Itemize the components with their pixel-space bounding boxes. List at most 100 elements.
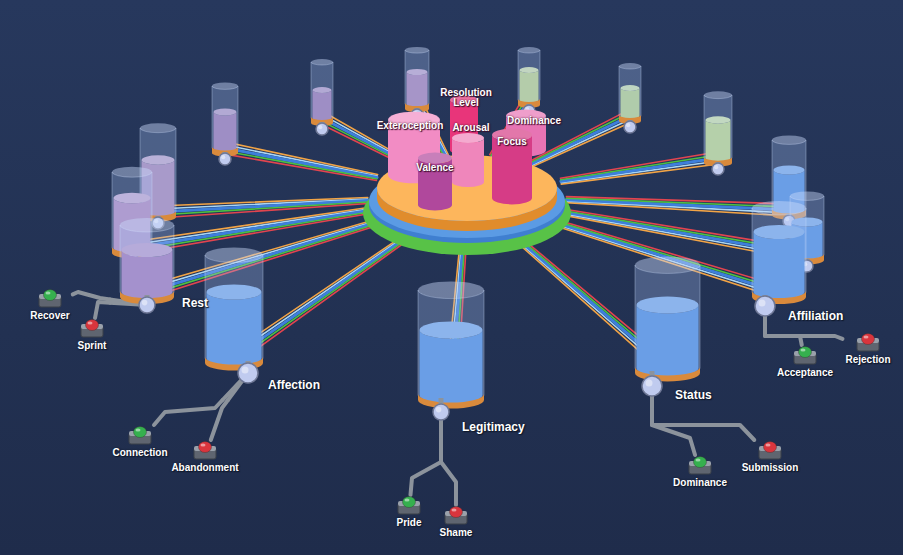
signal-line bbox=[148, 221, 388, 295]
button-label: Sprint bbox=[78, 340, 107, 351]
state-cylinder-body bbox=[492, 135, 532, 204]
gauge bbox=[755, 296, 775, 316]
button-dome bbox=[798, 347, 811, 358]
signal-line bbox=[237, 232, 419, 363]
button-shine bbox=[451, 508, 456, 511]
tank-cylinder bbox=[205, 247, 263, 370]
tank-glass bbox=[704, 95, 732, 162]
button-shine bbox=[405, 498, 410, 501]
need-label: Legitimacy bbox=[462, 420, 525, 434]
tank-glass-top bbox=[518, 47, 540, 53]
button-node: Rejection bbox=[842, 332, 893, 365]
button-shine bbox=[201, 443, 206, 446]
button-label: Recover bbox=[30, 310, 69, 321]
tank-glass-top bbox=[120, 218, 174, 232]
button-dome bbox=[694, 457, 707, 468]
gauge bbox=[433, 404, 449, 420]
button-label: Connection bbox=[113, 447, 168, 458]
button-shine bbox=[800, 348, 805, 351]
button-icon bbox=[192, 440, 218, 460]
button-shine bbox=[136, 428, 141, 431]
signal-line bbox=[158, 202, 368, 215]
tank-cylinder bbox=[704, 91, 732, 166]
dimension-label: Arousal bbox=[452, 123, 489, 134]
tank-glass-top bbox=[212, 83, 238, 90]
signal-bundle bbox=[224, 142, 378, 180]
tank-glass-top bbox=[790, 192, 824, 201]
button-shine bbox=[696, 458, 701, 461]
gauge bbox=[316, 123, 328, 135]
button-icon bbox=[37, 288, 63, 308]
tank-glass bbox=[120, 225, 174, 299]
tank-glass bbox=[518, 50, 540, 103]
gauge-shine bbox=[318, 125, 322, 129]
pipe-connector bbox=[765, 328, 802, 345]
tank-glass-top bbox=[418, 281, 484, 298]
signal-line bbox=[532, 121, 633, 166]
gauge bbox=[238, 363, 258, 383]
pipe-connector bbox=[73, 292, 110, 299]
gauge bbox=[624, 121, 636, 133]
tank-glass-top bbox=[140, 123, 176, 132]
button-shine bbox=[863, 335, 868, 338]
tank-glass-top bbox=[772, 136, 806, 145]
gauge-shine bbox=[646, 380, 653, 387]
button-node: Submission bbox=[739, 440, 802, 473]
need-tank: Legitimacy bbox=[412, 285, 547, 440]
button-dome bbox=[449, 507, 462, 518]
gauge bbox=[139, 297, 155, 313]
tank-group bbox=[635, 257, 700, 396]
gauge-shine bbox=[242, 367, 249, 374]
tank-glass bbox=[205, 255, 263, 366]
gauge-shine bbox=[759, 300, 766, 307]
tank-glass-top bbox=[619, 63, 641, 69]
tank-base bbox=[418, 394, 484, 409]
tank-cylinder bbox=[405, 47, 429, 112]
tank-cylinder bbox=[311, 59, 333, 126]
dimension-label: Exteroception bbox=[377, 121, 444, 132]
button-label: Rejection bbox=[845, 354, 890, 365]
button-shine bbox=[766, 443, 771, 446]
tank-cylinder bbox=[518, 47, 540, 108]
tank-group bbox=[205, 247, 263, 383]
button-dome bbox=[85, 320, 98, 331]
button-node: Abandonment bbox=[168, 440, 241, 473]
pipe-connector bbox=[652, 410, 754, 440]
button-icon bbox=[396, 495, 422, 515]
button-dome bbox=[403, 497, 416, 508]
state-cylinder-top bbox=[452, 133, 484, 143]
button-label: Pride bbox=[396, 517, 421, 528]
button-label: Acceptance bbox=[777, 367, 833, 378]
signal-line bbox=[224, 154, 377, 181]
button-node: Shame bbox=[437, 505, 476, 538]
tank-glass-top bbox=[704, 91, 732, 98]
need-label: Status bbox=[675, 388, 712, 402]
pipe-connector bbox=[154, 400, 223, 425]
gauge bbox=[642, 376, 662, 396]
tank-glass-top bbox=[112, 167, 152, 177]
signal-line bbox=[149, 222, 388, 298]
tank-figure bbox=[628, 260, 748, 410]
button-node: Recover bbox=[27, 288, 72, 321]
need-tank: Status bbox=[628, 260, 748, 410]
tank-glass-top bbox=[311, 59, 333, 65]
tank-cylinder bbox=[635, 257, 700, 382]
pipe-connector bbox=[441, 440, 456, 505]
button-icon bbox=[443, 505, 469, 525]
need-tank: Rest bbox=[110, 218, 220, 320]
button-label: Abandonment bbox=[171, 462, 238, 473]
gauge-shine bbox=[142, 300, 148, 306]
signal-line bbox=[566, 197, 789, 204]
need-label: Affection bbox=[268, 378, 320, 392]
signal-line bbox=[224, 151, 376, 179]
signal-line bbox=[561, 158, 718, 181]
button-icon bbox=[792, 345, 818, 365]
need-label: Affiliation bbox=[788, 309, 843, 323]
need-label: Rest bbox=[182, 296, 208, 310]
gauge-shine bbox=[714, 165, 718, 169]
button-shine bbox=[87, 321, 92, 324]
dimension-label: Dominance bbox=[507, 116, 561, 127]
tank-cylinder bbox=[120, 218, 174, 304]
button-label: Dominance bbox=[673, 477, 727, 488]
